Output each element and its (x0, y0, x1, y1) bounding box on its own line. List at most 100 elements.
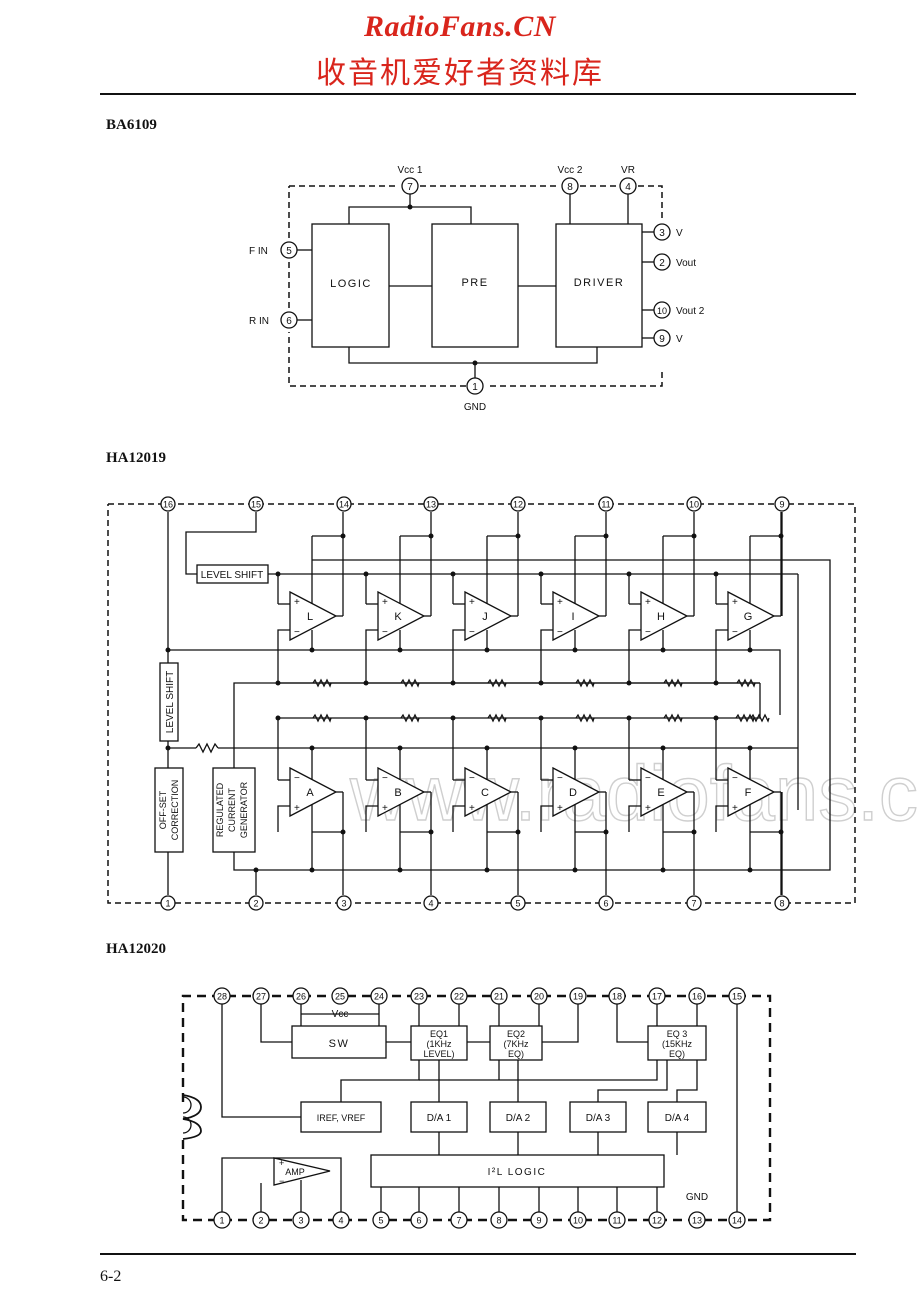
top-rule (100, 93, 856, 95)
svg-text:+: + (469, 597, 475, 608)
svg-text:EQ): EQ) (508, 1049, 524, 1059)
svg-text:IREF, VREF: IREF, VREF (317, 1113, 366, 1123)
svg-text:8: 8 (567, 182, 573, 193)
svg-text:REGULATED: REGULATED (215, 782, 225, 837)
top-pin-26-label: 26 (296, 992, 306, 1002)
bottom-pin-7-label: 7 (691, 899, 696, 909)
bottom-pin-2-label: 2 (253, 899, 258, 909)
svg-text:AMP: AMP (285, 1167, 305, 1177)
top-pin-19-label: 19 (573, 992, 583, 1002)
svg-text:CURRENT: CURRENT (227, 787, 237, 832)
v9-label: V (676, 334, 683, 345)
top-pin-23 (410, 987, 428, 1005)
bottom-pin-6 (598, 895, 614, 911)
amp-g (727, 590, 776, 642)
bottom-pin-3 (292, 1211, 310, 1229)
bottom-pin-2-label: 2 (258, 1216, 263, 1226)
vcc-label: Vcc (332, 1009, 349, 1020)
top-pin-15 (728, 987, 746, 1005)
top-pin-27-label: 27 (256, 992, 266, 1002)
svg-text:I²L LOGIC: I²L LOGIC (488, 1167, 547, 1178)
pin-9 (653, 329, 671, 347)
amp-e (640, 766, 689, 818)
bottom-pin-6-label: 6 (603, 899, 608, 909)
svg-text:(7KHz: (7KHz (503, 1039, 529, 1049)
bottom-pin-11 (608, 1211, 626, 1229)
gnd-label: GND (686, 1192, 708, 1203)
pin-2 (653, 253, 671, 271)
amp-k-label: K (394, 611, 402, 623)
vr-label: VR (621, 165, 635, 176)
v3-label: V (676, 228, 683, 239)
amp-j-label: J (482, 611, 488, 623)
pin-6 (280, 311, 298, 329)
bottom-pin-13-label: 13 (692, 1216, 702, 1226)
svg-text:7: 7 (407, 182, 413, 193)
section-title-ha12019: HA12019 (106, 450, 166, 466)
fin-label: F IN (249, 246, 268, 257)
amp-b (377, 766, 426, 818)
amp-i (552, 590, 601, 642)
svg-text:+: + (557, 803, 563, 814)
svg-text:D/A 1: D/A 1 (427, 1113, 452, 1124)
level-shift-vertical-box (159, 662, 179, 742)
rin-label: R IN (249, 316, 269, 327)
svg-text:4: 4 (625, 182, 631, 193)
svg-text:D/A 2: D/A 2 (506, 1113, 531, 1124)
svg-text:−: − (557, 627, 563, 638)
offset-label-2: CORRECTION (170, 780, 180, 841)
top-pin-9 (774, 496, 790, 512)
amp-d-label: D (569, 787, 577, 799)
svg-text:−: − (382, 773, 388, 784)
bottom-pin-4-label: 4 (428, 899, 433, 909)
da2-block (489, 1101, 547, 1133)
pre-label: PRE (461, 277, 488, 289)
amp-b-label: B (394, 787, 401, 799)
svg-text:1: 1 (472, 382, 478, 393)
top-pin-13 (423, 496, 439, 512)
ha12019-diagram: LEVEL SHIFT LEVEL SHIFT OFF-SET CORRECTI… (107, 496, 856, 911)
pin-10 (653, 301, 671, 319)
top-pin-22-label: 22 (454, 992, 464, 1002)
bottom-pin-14-label: 14 (732, 1216, 742, 1226)
bottom-pin-4-label: 4 (338, 1216, 343, 1226)
svg-text:+: + (294, 597, 300, 608)
bottom-pin-3-label: 3 (298, 1216, 303, 1226)
vout-label: Vout (676, 258, 696, 269)
bottom-pin-8-label: 8 (496, 1216, 501, 1226)
offset-correction-box (154, 767, 184, 853)
bottom-pin-8 (490, 1211, 508, 1229)
bottom-pin-7-label: 7 (456, 1216, 461, 1226)
eq3-block (647, 1025, 707, 1061)
svg-text:−: − (469, 773, 475, 784)
top-pin-17-label: 17 (652, 992, 662, 1002)
page-number: 6-2 (100, 1268, 122, 1285)
svg-text:EQ 3: EQ 3 (667, 1029, 688, 1039)
gnd-label: GND (464, 402, 486, 413)
eq2-block (489, 1025, 543, 1061)
svg-text:+: + (382, 803, 388, 814)
svg-text:−: − (645, 627, 651, 638)
svg-text:D/A 4: D/A 4 (665, 1113, 690, 1124)
bottom-rule (100, 1253, 856, 1255)
top-pin-14 (336, 496, 352, 512)
site-subtitle: 收音机爱好者资料库 (316, 56, 604, 91)
svg-text:GENERATOR: GENERATOR (239, 781, 249, 838)
top-pin-15-label: 15 (251, 500, 261, 510)
svg-text:9: 9 (659, 334, 665, 345)
bottom-pin-5 (372, 1211, 390, 1229)
svg-text:+: + (279, 1158, 284, 1168)
amp-a (289, 766, 338, 818)
top-pin-12-label: 12 (513, 500, 523, 510)
logic-block (311, 223, 390, 348)
bottom-pin-6-label: 6 (416, 1216, 421, 1226)
top-pin-16 (688, 987, 706, 1005)
svg-text:+: + (645, 597, 651, 608)
bottom-pin-4 (332, 1211, 350, 1229)
vout2-label: Vout 2 (676, 306, 705, 317)
bottom-pin-6 (410, 1211, 428, 1229)
top-pin-11-label: 11 (601, 500, 610, 510)
top-pin-18-label: 18 (612, 992, 622, 1002)
bottom-pin-14 (728, 1211, 746, 1229)
bottom-pin-5-label: 5 (515, 899, 520, 909)
